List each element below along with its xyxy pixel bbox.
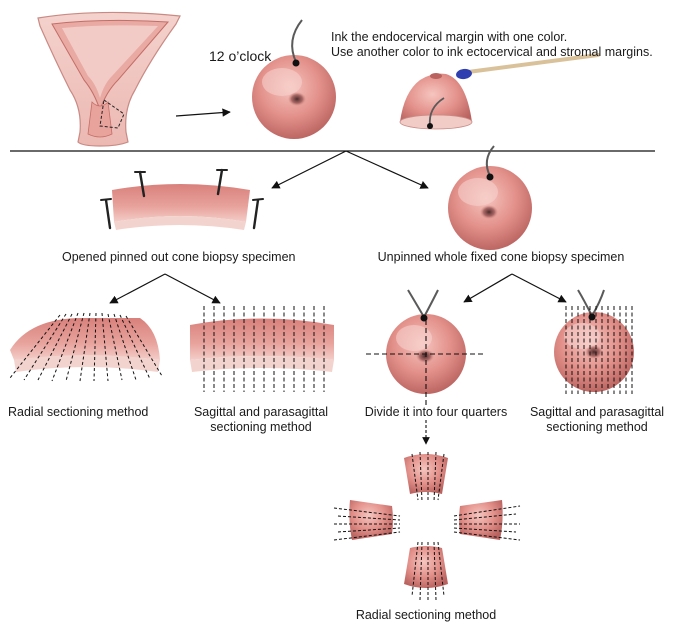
ink-swab (456, 53, 600, 80)
opened-pinned-specimen (100, 168, 264, 230)
uterus-illustration (37, 11, 181, 147)
sagittal-cone (554, 289, 634, 394)
arrow-to-opened (271, 150, 347, 189)
instruction-line-1: Ink the endocervical margin with one col… (331, 30, 568, 44)
unpinned-sagittal-label-1: Sagittal and parasagittal (529, 405, 665, 419)
unpinned-subarrows (463, 273, 567, 303)
arrow-to-unpinned (345, 150, 429, 189)
quarters-label: Divide it into four quarters (364, 405, 508, 419)
opened-sagittal-label-2: sectioning method (210, 420, 312, 434)
quartered-cone (366, 289, 486, 408)
unpinned-cone (448, 145, 532, 250)
cone-specimen-top (252, 19, 336, 139)
orientation-label: 12 o’clock (209, 48, 272, 64)
instruction-line-2: Use another color to ink ectocervical an… (331, 45, 653, 59)
four-quarters (333, 451, 521, 602)
uterus-arrow (175, 108, 231, 117)
opened-specimen-title: Opened pinned out cone biopsy specimen (62, 250, 296, 264)
opened-subarrows (109, 273, 221, 304)
sagittal-sectioning-strip (190, 306, 334, 392)
unpinned-sagittal-label-2: sectioning method (546, 420, 648, 434)
unpinned-specimen-title: Unpinned whole fixed cone biopsy specime… (377, 250, 625, 264)
bottom-radial-label: Radial sectioning method (355, 608, 497, 622)
radial-method-label: Radial sectioning method (8, 405, 149, 419)
suture-knot (292, 59, 300, 67)
radial-sectioning-strip (9, 312, 163, 382)
opened-sagittal-label-1: Sagittal and parasagittal (193, 405, 329, 419)
inked-cone (399, 73, 473, 130)
